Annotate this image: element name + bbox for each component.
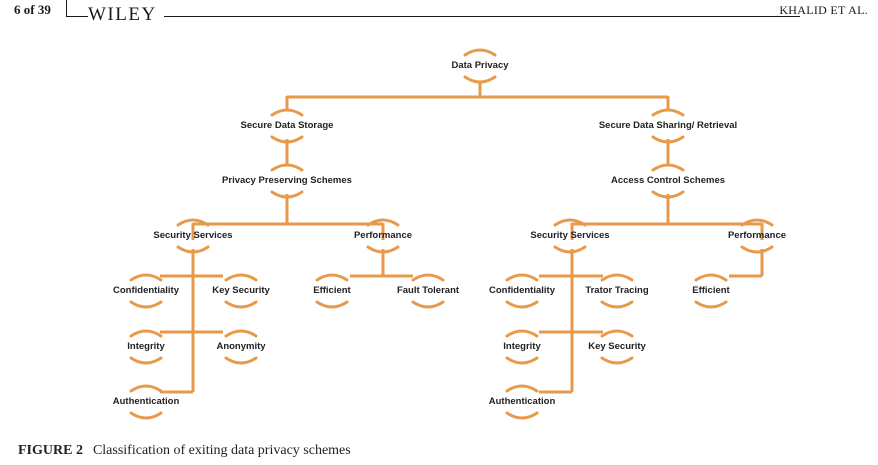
bracket-arc-top — [315, 273, 349, 282]
node-left-fault-tolerant: Fault Tolerant — [397, 285, 460, 296]
node-left-confidentiality: Confidentiality — [113, 285, 180, 296]
header-rule — [164, 16, 800, 17]
bracket-arc-bottom — [694, 300, 728, 309]
bracket-arc-top — [463, 48, 497, 57]
bracket-arc-bottom — [463, 75, 497, 84]
bracket-arc-bottom — [315, 300, 349, 309]
publisher-logo: WILEY — [88, 4, 157, 25]
bracket-arc-top — [224, 273, 258, 282]
bracket-arc-top — [651, 163, 685, 172]
node-right-confidentiality: Confidentiality — [489, 285, 556, 296]
node-right-performance: Performance — [728, 230, 786, 241]
bracket-arc-bottom — [366, 245, 400, 254]
bracket-arc-bottom — [176, 245, 210, 254]
bracket-arc-bottom — [411, 300, 445, 309]
bracket-arc-bottom — [740, 245, 774, 254]
bracket-arc-top — [224, 329, 258, 338]
bracket-arc-bottom — [505, 411, 539, 420]
figure-caption-text: Classification of exiting data privacy s… — [92, 443, 351, 458]
bracket-arc-bottom — [553, 245, 587, 254]
node-left-key-security: Key Security — [212, 285, 270, 296]
bracket-arc-bottom — [505, 300, 539, 309]
bracket-arc-top — [129, 273, 163, 282]
bracket-arc-top — [176, 218, 210, 227]
bracket-arc-bottom — [129, 411, 163, 420]
page-indicator: 6 of 39 — [14, 2, 51, 17]
bracket-arc-top — [366, 218, 400, 227]
node-left-integrity: Integrity — [127, 341, 165, 352]
node-right-authentication: Authentication — [489, 396, 556, 407]
bracket-arc-top — [740, 218, 774, 227]
node-left-security-services: Security Services — [153, 230, 232, 241]
node-right-integrity: Integrity — [503, 341, 541, 352]
bracket-arc-bottom — [270, 135, 304, 144]
bracket-marks — [129, 48, 774, 420]
bracket-arc-top — [553, 218, 587, 227]
bracket-arc-top — [651, 108, 685, 117]
node-data-privacy: Data Privacy — [451, 60, 509, 71]
node-right-efficient: Efficient — [692, 285, 730, 296]
node-left-performance: Performance — [354, 230, 412, 241]
bracket-arc-top — [600, 329, 634, 338]
classification-diagram: Data Privacy Secure Data Storage Secure … — [113, 48, 786, 420]
bracket-arc-top — [694, 273, 728, 282]
figure-caption: FIGURE 2 Classification of exiting data p… — [18, 443, 351, 459]
bracket-arc-top — [129, 384, 163, 393]
node-secure-data-sharing: Secure Data Sharing/ Retrieval — [599, 120, 737, 131]
running-author: KHALID ET AL. — [779, 3, 868, 17]
bracket-arc-bottom — [129, 300, 163, 309]
figure-number: FIGURE 2 — [18, 443, 83, 458]
node-secure-data-storage: Secure Data Storage — [241, 120, 334, 131]
node-privacy-preserving-schemes: Privacy Preserving Schemes — [222, 175, 352, 186]
node-left-efficient: Efficient — [313, 285, 351, 296]
bracket-arc-bottom — [224, 300, 258, 309]
bracket-arc-top — [411, 273, 445, 282]
bracket-arc-bottom — [129, 356, 163, 365]
bracket-arc-bottom — [270, 190, 304, 199]
bracket-arc-top — [505, 329, 539, 338]
bracket-arc-bottom — [651, 135, 685, 144]
node-labels: Data Privacy Secure Data Storage Secure … — [113, 60, 786, 407]
node-right-key-security: Key Security — [588, 341, 646, 352]
node-access-control-schemes: Access Control Schemes — [611, 175, 725, 186]
header-rule — [66, 16, 88, 17]
bracket-arc-top — [270, 163, 304, 172]
bracket-arc-top — [505, 384, 539, 393]
bracket-arc-top — [505, 273, 539, 282]
bracket-arc-bottom — [505, 356, 539, 365]
bracket-arc-bottom — [224, 356, 258, 365]
bracket-arc-top — [600, 273, 634, 282]
bracket-arc-bottom — [651, 190, 685, 199]
bracket-arc-top — [129, 329, 163, 338]
node-left-authentication: Authentication — [113, 396, 180, 407]
bracket-arc-bottom — [600, 300, 634, 309]
header-divider — [66, 0, 67, 17]
bracket-arc-bottom — [600, 356, 634, 365]
bracket-arc-top — [270, 108, 304, 117]
node-right-security-services: Security Services — [530, 230, 609, 241]
node-right-trator-tracing: Trator Tracing — [585, 285, 649, 296]
node-left-anonymity: Anonymity — [216, 341, 266, 352]
